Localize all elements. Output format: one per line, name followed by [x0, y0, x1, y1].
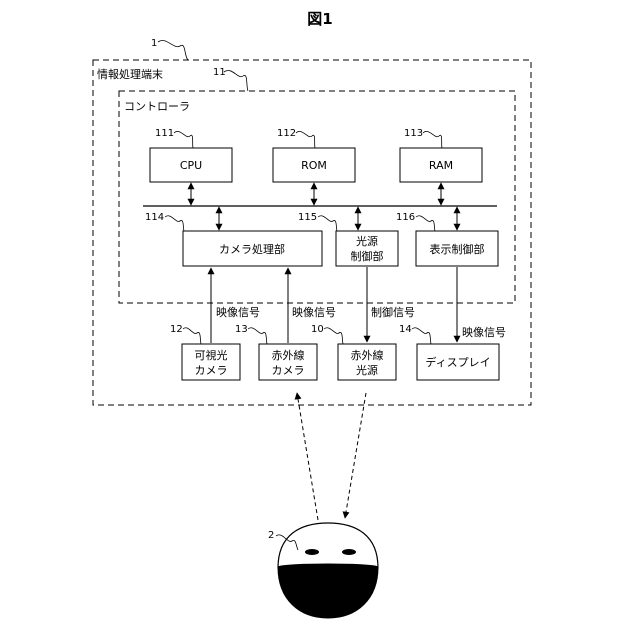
- display-video-label: 映像信号: [462, 326, 506, 339]
- controller-ref: 11: [213, 67, 226, 78]
- controller-box: [119, 91, 515, 303]
- cpu-ref: 111: [155, 128, 174, 139]
- controller-leader: [224, 70, 248, 91]
- user-ref: 2: [268, 530, 274, 541]
- cpu-leader: [174, 131, 193, 148]
- cpu-label: CPU: [180, 159, 202, 172]
- user-head: [278, 523, 378, 618]
- visible-camera-label-2: カメラ: [195, 364, 228, 377]
- camera-proc-leader: [165, 216, 184, 231]
- ir-camera-label-1: 赤外線: [272, 348, 305, 362]
- ram-leader: [423, 131, 442, 148]
- visible-camera-label-1: 可視光: [195, 348, 228, 362]
- ir-camera-leader: [248, 328, 267, 344]
- terminal-leader: [158, 40, 188, 60]
- ir-light-ref: 10: [311, 324, 324, 335]
- rom-ref: 112: [277, 128, 296, 139]
- controller-label: コントローラ: [124, 100, 190, 113]
- terminal-ref: 1: [151, 38, 157, 49]
- camera-proc-label: カメラ処理部: [219, 242, 285, 256]
- ram-label: RAM: [429, 159, 453, 172]
- ir-light-label-2: 光源: [356, 363, 378, 377]
- ir-video-label: 映像信号: [292, 306, 336, 319]
- figure-title: 図1: [307, 10, 332, 28]
- display-ctrl-leader: [416, 216, 435, 231]
- visible-video-label: 映像信号: [216, 306, 260, 319]
- light-ctrl-label-2: 制御部: [351, 249, 384, 263]
- rom-leader: [296, 131, 315, 148]
- ir-camera-ref: 13: [235, 324, 248, 335]
- visible-camera-leader: [183, 328, 201, 344]
- ir-camera-label-2: カメラ: [272, 364, 305, 377]
- visible-camera-ref: 12: [170, 324, 183, 335]
- ir-light-emission-arrow: [345, 393, 366, 518]
- camera-proc-ref: 114: [145, 212, 164, 223]
- light-ctrl-leader: [318, 216, 337, 231]
- light-ctrl-ref: 115: [298, 212, 317, 223]
- light-ctrl-label-1: 光源: [356, 234, 378, 248]
- display-ref: 14: [399, 324, 412, 335]
- display-leader: [412, 328, 431, 344]
- control-signal-label: 制御信号: [371, 305, 415, 319]
- display-label: ディスプレイ: [425, 355, 490, 369]
- display-ctrl-ref: 116: [396, 212, 415, 223]
- terminal-label: 情報処理端末: [97, 67, 163, 81]
- ram-ref: 113: [404, 128, 423, 139]
- ir-light-label-1: 赤外線: [351, 348, 384, 362]
- display-ctrl-label: 表示制御部: [430, 242, 485, 256]
- ir-camera-gaze-arrow: [297, 393, 318, 520]
- ir-light-leader: [324, 328, 343, 344]
- rom-label: ROM: [301, 159, 327, 172]
